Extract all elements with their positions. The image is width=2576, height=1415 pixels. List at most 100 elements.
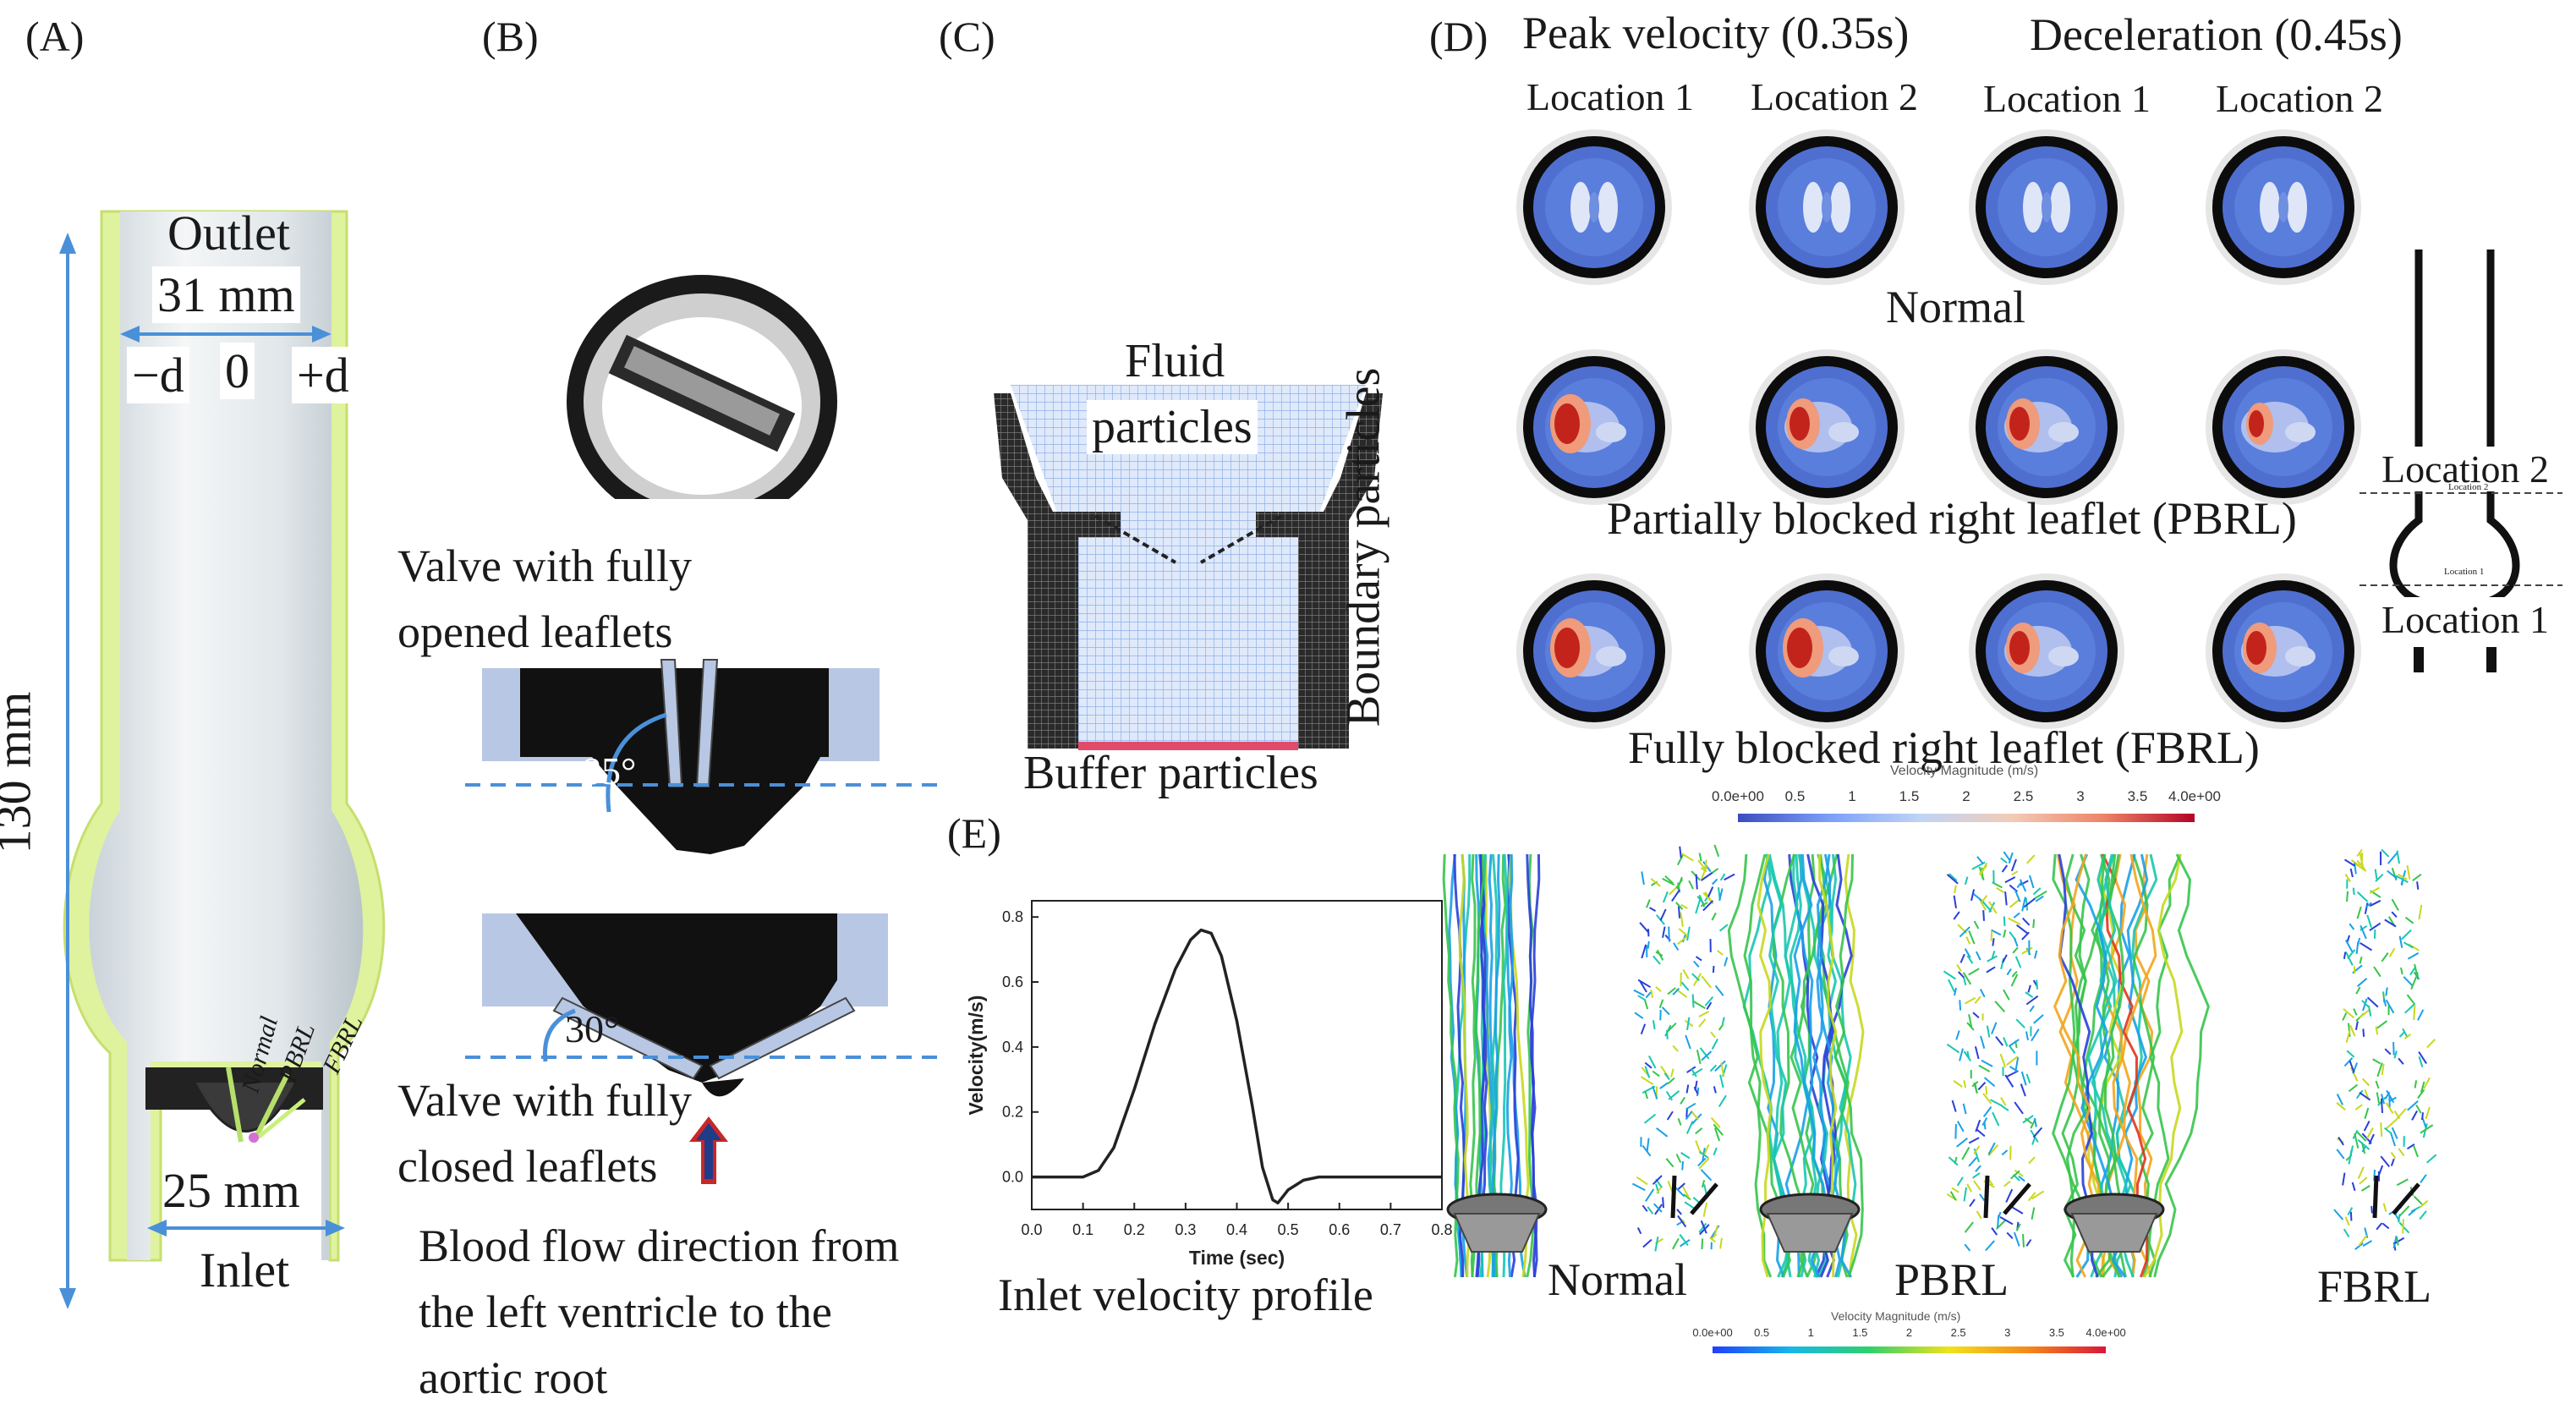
colorbar-tick-label: 1.5 (1852, 1326, 1868, 1339)
colorbar-title: Velocity Magnitude (m/s) (1890, 764, 2039, 778)
x-tick-label: 0.5 (1278, 1221, 1299, 1238)
panel-b: (B) Valve with fully opened leaflets 85°… (397, 0, 973, 1415)
open-angle-label: 85° (582, 749, 637, 793)
colorbar-tick-label: 2.5 (2013, 788, 2034, 804)
panel-a: (A) Outlet (0, 0, 397, 1415)
x-tick-label: 0.7 (1380, 1221, 1401, 1238)
x-tick-label: 0.3 (1175, 1221, 1196, 1238)
plus-d-label: +d (292, 347, 354, 403)
panel-c: (C) Fluid particles Boundary particles B… (939, 0, 1429, 812)
cross-section-disc (1749, 129, 1905, 285)
colorbar-tick-label: 3.5 (2127, 788, 2148, 804)
boundary-label: Boundary particles (1337, 367, 1390, 727)
schematic-location-1: Location 1 (2376, 597, 2554, 642)
outlet-label: Outlet (167, 206, 290, 261)
location-schematic (2360, 250, 2562, 672)
colorbar-tick-label: 1 (1807, 1326, 1814, 1339)
streamline-label-fbrl: FBRL (2317, 1261, 2432, 1312)
height-label: 130 mm (0, 691, 41, 854)
inlet-velocity-caption: Inlet velocity profile (998, 1270, 1373, 1320)
flow-caption-line3: aortic root (419, 1352, 608, 1403)
colorbar-bottom (1713, 1346, 2106, 1353)
colorbar-tick-label: 1 (1848, 788, 1856, 804)
location-header-1: Location 1 (1526, 75, 1694, 118)
colorbar-tick-label: 4.0e+00 (2168, 788, 2221, 804)
x-axis-label: Time (sec) (1189, 1247, 1285, 1269)
schematic-location-2: Location 2 (2376, 447, 2554, 491)
cross-section-disc (1969, 349, 2124, 505)
streamline-field (1727, 853, 1865, 1278)
colorbar-tick-label: 2 (1905, 1326, 1913, 1339)
y-tick-label: 0.8 (1002, 908, 1023, 925)
panel-a-label: (A) (25, 13, 85, 60)
x-tick-label: 0.6 (1329, 1221, 1350, 1238)
x-tick-label: 0.8 (1431, 1221, 1452, 1238)
panel-d-label: (D) (1429, 13, 1488, 60)
flow-arrow-icon (689, 1116, 728, 1184)
aorta-model (59, 210, 386, 1309)
location-header-3: Location 1 (1983, 77, 2151, 120)
cross-section-disc (1749, 349, 1905, 505)
fluid-label-line1: Fluid (1125, 335, 1225, 387)
open-caption-line1: Valve with fully (397, 540, 692, 591)
y-axis-label: Velocity(m/s) (965, 995, 987, 1116)
colorbar-top (1738, 814, 2195, 822)
outlet-diameter-label: 31 mm (152, 266, 300, 323)
valve-closed-diagram (465, 913, 947, 1097)
inlet-diameter-label: 25 mm (162, 1163, 300, 1218)
closed-caption-line2: closed leaflets (397, 1141, 658, 1192)
panel-b-label: (B) (482, 13, 539, 60)
colorbar-tick-label: 3 (2004, 1326, 2011, 1339)
colorbar-tick-label: 3 (2076, 788, 2085, 804)
colorbar-tick-label: 3.5 (2048, 1326, 2064, 1339)
colorbar-tick-label: 2 (1962, 788, 1970, 804)
colorbar2-title: Velocity Magnitude (m/s) (1831, 1309, 1961, 1323)
peak-velocity-header: Peak velocity (0.35s) (1522, 8, 1910, 58)
valve-open-diagram (465, 659, 947, 854)
streamline-label-pbrl: PBRL (1894, 1254, 2009, 1305)
flow-caption-line2: the left ventricle to the (419, 1286, 832, 1337)
colorbar-tick-label: 0.0e+00 (1712, 788, 1764, 804)
cross-section-disc (2206, 573, 2361, 729)
streamline-field (2052, 853, 2210, 1278)
closed-caption-line1: Valve with fully (397, 1075, 692, 1126)
vector-field (1631, 844, 1735, 1252)
chart-frame (1031, 900, 1443, 1210)
colorbar-tick-label: 0.0e+00 (1692, 1326, 1733, 1339)
panel-d: (D) Peak velocity (0.35s) Deceleration (… (1429, 0, 2576, 1415)
x-tick-label: 0.0 (1021, 1221, 1042, 1238)
cross-section-disc (1749, 573, 1905, 729)
y-tick-label: 0.4 (1002, 1039, 1023, 1056)
cross-section-disc (1969, 129, 2124, 285)
cross-section-disc (1969, 573, 2124, 729)
velocity-line (1032, 928, 1442, 1205)
cross-section-disc (1516, 349, 1672, 505)
colorbar-tick-label: 1.5 (1899, 788, 1920, 804)
panel-c-label: (C) (939, 13, 995, 60)
x-tick-label: 0.4 (1226, 1221, 1247, 1238)
location-header-4: Location 2 (2216, 77, 2383, 120)
valve-3d-image (558, 275, 846, 541)
velocity-cross-sections (1516, 129, 2361, 729)
x-tick-label: 0.2 (1124, 1221, 1145, 1238)
streamline-field (1442, 853, 1548, 1278)
fluid-label-line2: particles (1087, 400, 1258, 454)
y-tick-label: 0.6 (1002, 973, 1023, 990)
panel-e-label: (E) (947, 809, 1001, 857)
cross-section-disc (2206, 129, 2361, 285)
vector-field (2333, 848, 2437, 1251)
inlet-label: Inlet (200, 1242, 290, 1297)
colorbar-tick-label: 2.5 (1950, 1326, 1966, 1339)
cross-section-disc (1516, 573, 1672, 729)
row-label-pbrl: Partially blocked right leaflet (PBRL) (1607, 493, 2297, 544)
row-label-normal: Normal (1886, 282, 2025, 332)
deceleration-header: Deceleration (0.45s) (2030, 9, 2403, 60)
vector-field (1943, 851, 2047, 1252)
colorbar-tick-label: 0.5 (1754, 1326, 1770, 1339)
flow-caption-line1: Blood flow direction from (419, 1220, 900, 1271)
particle-diagram (994, 385, 1383, 750)
cross-section-disc (1516, 129, 1672, 285)
